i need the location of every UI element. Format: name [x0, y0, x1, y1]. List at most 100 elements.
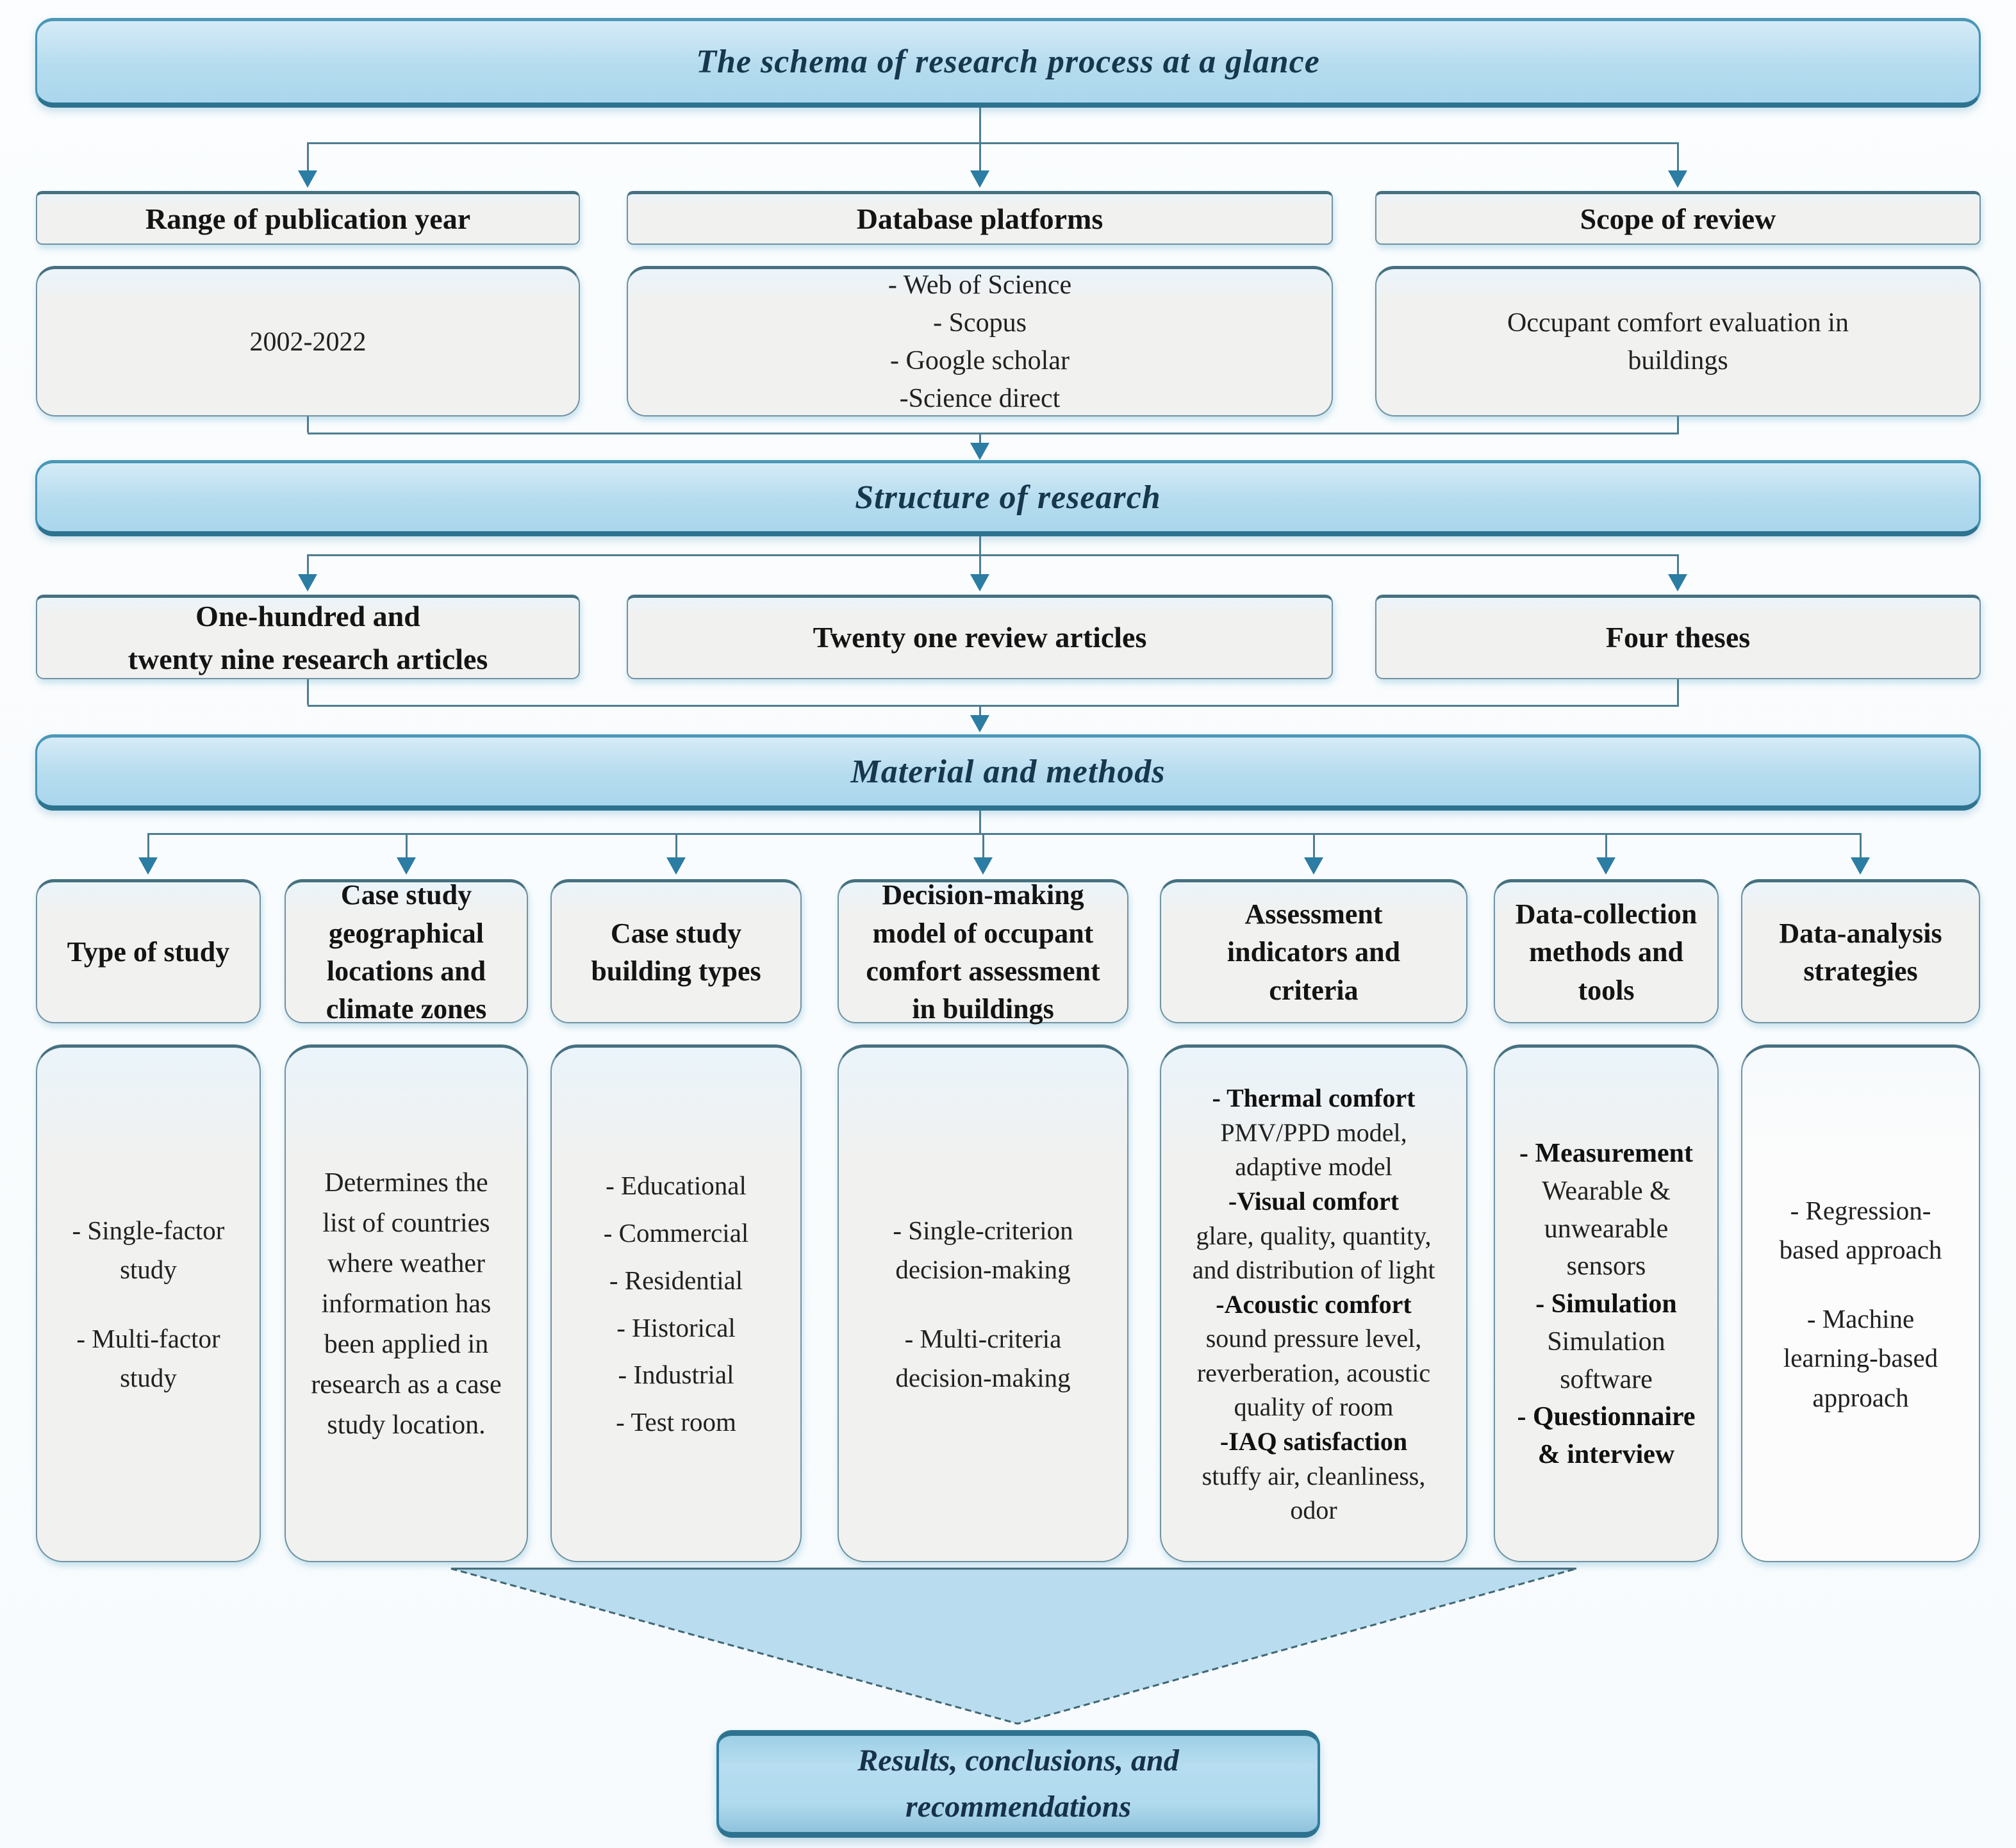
text-line: comfort assessment [866, 955, 1100, 987]
text-line: criteria [1269, 974, 1359, 1006]
text-line: -Science direct [899, 383, 1061, 413]
arrow-down-icon [397, 857, 416, 875]
text-line: Wearable & [1542, 1176, 1671, 1206]
connector-line [1313, 833, 1315, 859]
text-line: - Residential [609, 1265, 743, 1295]
header-label: Scope of review [1580, 202, 1776, 235]
arrow-down-icon [666, 857, 686, 875]
box-review-articles: Twenty one review articles [627, 595, 1333, 679]
text-line: Twenty one review articles [813, 621, 1147, 654]
arrow-down-icon [298, 170, 317, 188]
connector-line [308, 142, 1679, 144]
text-line: Occupant comfort evaluation in [1507, 308, 1849, 338]
arrow-down-icon [970, 170, 989, 188]
text-line: decision-making [895, 1363, 1071, 1392]
banner-material-methods: Material and methods [35, 734, 1981, 811]
connector-line [979, 554, 981, 575]
text-line: - Google scholar [890, 346, 1070, 375]
text-line: building types [591, 955, 761, 987]
text-line: Data-analysis [1779, 917, 1942, 949]
content-database-platforms: - Web of Science- Scopus- Google scholar… [627, 266, 1333, 417]
column-body-building-types: - Educational - Commercial - Residential - … [550, 1044, 802, 1562]
text-line: sensors [1566, 1251, 1646, 1282]
text-line: decision-making [895, 1255, 1071, 1284]
arrow-down-icon [970, 715, 989, 732]
text-line: Decision-making [882, 879, 1084, 911]
content-publication-year: 2002-2022 [36, 266, 580, 417]
text-line: glare, quality, quantity, [1196, 1221, 1432, 1250]
connector-line [307, 679, 309, 705]
text-line: -Visual comfort [1228, 1186, 1400, 1216]
text-line: One-hundred and [195, 599, 420, 632]
text-line: & interview [1537, 1440, 1675, 1470]
text-line: study [120, 1363, 177, 1392]
text-line: 2002-2022 [249, 327, 367, 357]
text-line: quality of room [1234, 1392, 1394, 1422]
banner-material-methods-label: Material and methods [850, 753, 1166, 790]
text-line: - Thermal comfort [1212, 1084, 1416, 1113]
text-line: geographical [329, 917, 484, 949]
text-line: study [120, 1255, 177, 1284]
header-label: Database platforms [856, 202, 1103, 235]
text-line: Case study [610, 917, 742, 949]
header-scope-of-review: Scope of review [1375, 191, 1981, 245]
header-label: Range of publication year [145, 202, 471, 235]
text-line: - Test room [616, 1407, 736, 1437]
banner-schema-label: The schema of research process at a glan… [696, 44, 1320, 80]
column-body-decision-making-model: - Single-criterion decision-making - Multi… [838, 1044, 1128, 1562]
arrow-down-icon [1596, 857, 1615, 875]
text-line: approach [1812, 1382, 1909, 1412]
text-line: buildings [1628, 346, 1728, 375]
text-line: been applied in [324, 1330, 489, 1359]
text-line: in buildings [912, 993, 1054, 1025]
text-line: strategies [1803, 955, 1918, 987]
text-line: - Commercial [603, 1217, 749, 1248]
text-line: research as a case [311, 1370, 502, 1399]
connector-line [675, 833, 677, 859]
text-line: Results, conclusions, and [857, 1744, 1179, 1778]
text-line: - Single-criterion [893, 1215, 1073, 1245]
text-line: twenty nine research articles [128, 642, 488, 675]
text-line: software [1560, 1364, 1653, 1394]
text-line: unwearable [1544, 1214, 1669, 1244]
connector-line [307, 417, 309, 433]
text-line: Simulation [1547, 1326, 1665, 1357]
connector-line [148, 833, 1861, 835]
connector-line [979, 705, 981, 715]
content-scope-of-review: Occupant comfort evaluation in buildings [1375, 266, 1981, 417]
text-line: Assessment [1244, 898, 1383, 930]
text-line: tools [1578, 974, 1635, 1006]
text-line: learning-based [1783, 1343, 1938, 1373]
arrow-down-icon [1668, 170, 1687, 188]
text-line: PMV/PPD model, [1220, 1118, 1407, 1147]
header-database-platforms: Database platforms [627, 191, 1333, 245]
text-line: model of occupant [872, 917, 1094, 949]
arrow-down-icon [970, 574, 989, 591]
connector-line [308, 554, 1679, 556]
column-header-type-of-study: Type of study [36, 879, 261, 1023]
text-line: - Multi-criteria [904, 1323, 1062, 1353]
text-line: - Single-factor [72, 1215, 225, 1245]
arrow-down-icon [973, 857, 993, 875]
text-line: - Simulation [1535, 1289, 1677, 1319]
text-line: list of countries [322, 1209, 490, 1238]
text-line: recommendations [905, 1790, 1131, 1824]
column-header-data-analysis: Data-analysis strategies [1741, 879, 1980, 1023]
column-header-decision-making-model: Decision-making model of occupant comfort … [838, 879, 1128, 1025]
text-line: Four theses [1605, 621, 1751, 654]
connector-line [979, 433, 981, 443]
text-line: - Educational [606, 1171, 747, 1201]
text-line: - Scopus [933, 308, 1027, 338]
text-line: stuffy air, cleanliness, [1202, 1461, 1426, 1490]
connector-line [147, 833, 149, 859]
text-line: - Machine [1806, 1303, 1915, 1333]
arrow-down-icon [1668, 574, 1687, 591]
text-line: -IAQ satisfaction [1219, 1427, 1408, 1456]
text-line: Case study [340, 879, 472, 911]
box-research-articles: One-hundred and twenty nine research arti… [36, 595, 580, 679]
arrow-down-icon [298, 574, 317, 591]
